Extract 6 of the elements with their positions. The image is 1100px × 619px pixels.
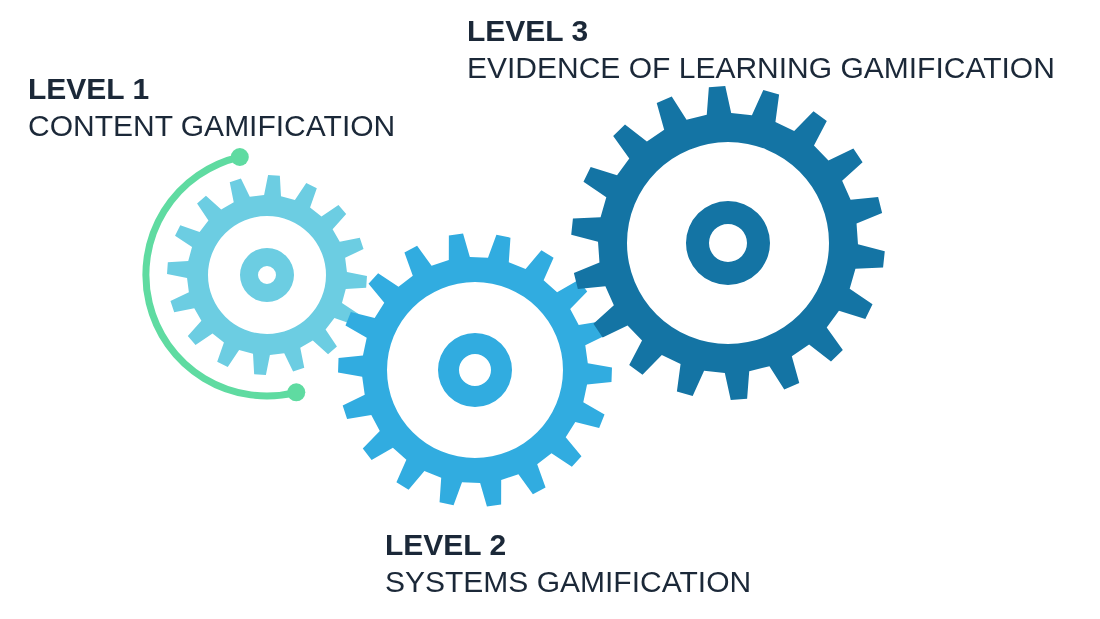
- level-title: SYSTEMS GAMIFICATION: [385, 564, 752, 600]
- level-heading: LEVEL 1: [28, 71, 150, 107]
- level-heading: LEVEL 2: [385, 527, 507, 563]
- level-title: EVIDENCE OF LEARNING GAMIFICATION: [467, 50, 1055, 86]
- level-heading: LEVEL 3: [467, 13, 589, 49]
- level-title: CONTENT GAMIFICATION: [28, 108, 396, 144]
